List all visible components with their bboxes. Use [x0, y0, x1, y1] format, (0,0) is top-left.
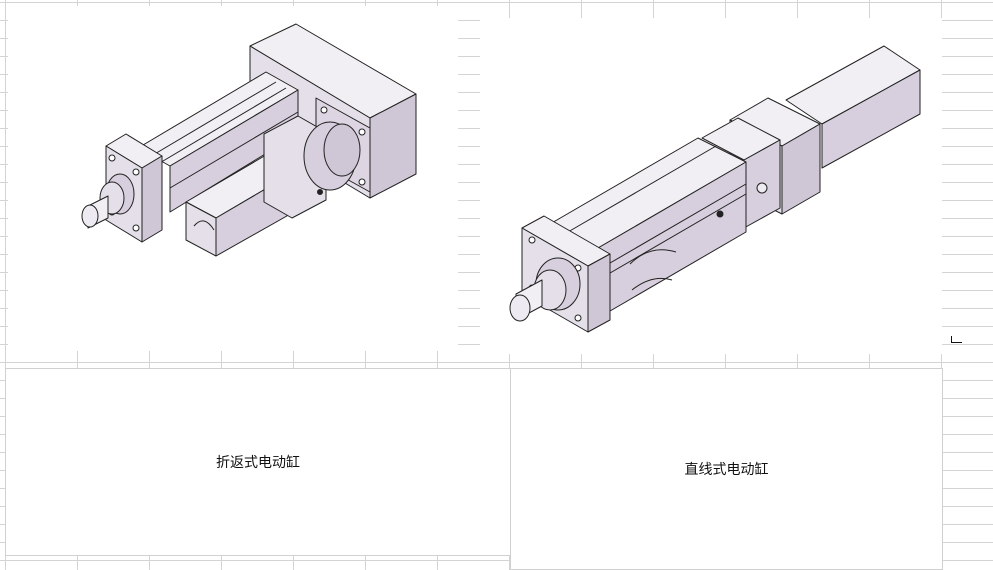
- picture-folded-cylinder[interactable]: [8, 6, 458, 351]
- caption-cell-right[interactable]: 直线式电动缸: [510, 368, 943, 570]
- caption-folded-cylinder: 折返式电动缸: [216, 455, 300, 471]
- caption-cell-left[interactable]: 折返式电动缸: [5, 368, 511, 556]
- folded-electric-cylinder-drawing-icon: [81, 23, 417, 257]
- picture-inline-cylinder[interactable]: [480, 18, 942, 354]
- inline-electric-cylinder-drawing-icon: [509, 45, 921, 333]
- caption-inline-cylinder: 直线式电动缸: [684, 462, 769, 478]
- cell-marker: [951, 336, 962, 343]
